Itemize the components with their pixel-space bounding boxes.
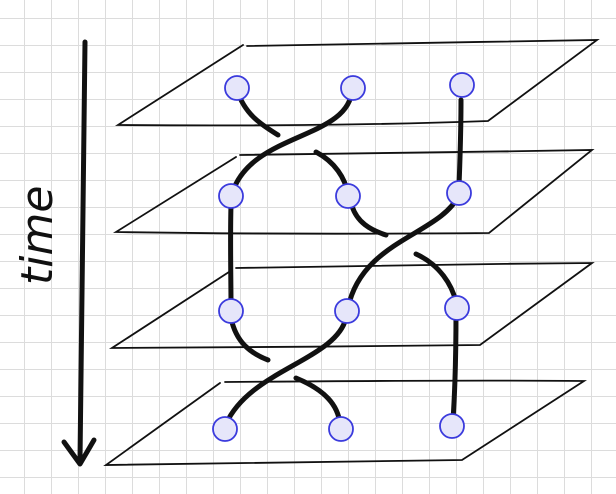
- node-l2-2: [335, 183, 361, 209]
- strand-3-4-under-b: [293, 375, 343, 427]
- time-axis-label: time: [12, 186, 63, 285]
- strand-2-3-over: [345, 192, 462, 311]
- node-l1-3: [449, 72, 475, 98]
- node-l4-1: [212, 416, 238, 442]
- strand-2-3-under-a: [349, 203, 389, 238]
- node-l4-2: [328, 416, 354, 442]
- node-l1-2: [340, 75, 366, 101]
- time-arrow: [61, 39, 97, 467]
- node-l4-3: [439, 413, 465, 439]
- plane-4: [103, 379, 588, 466]
- strand-3-4-under-a: [228, 315, 271, 363]
- node-l2-1: [218, 183, 244, 209]
- plane-3: [108, 262, 595, 349]
- plane-1: [114, 39, 600, 127]
- strand-1-2-straight: [456, 97, 464, 189]
- strand-1-2-over: [229, 86, 355, 197]
- strand-3-4-over: [223, 315, 349, 427]
- node-l3-1: [218, 298, 244, 324]
- node-l1-1: [224, 75, 250, 101]
- plane-2: [112, 149, 595, 235]
- strand-3-4-right: [450, 309, 459, 423]
- node-l3-2: [334, 298, 360, 324]
- node-l2-3: [446, 180, 472, 206]
- strand-2-3-under-b: [413, 251, 459, 305]
- node-l3-3: [444, 295, 470, 321]
